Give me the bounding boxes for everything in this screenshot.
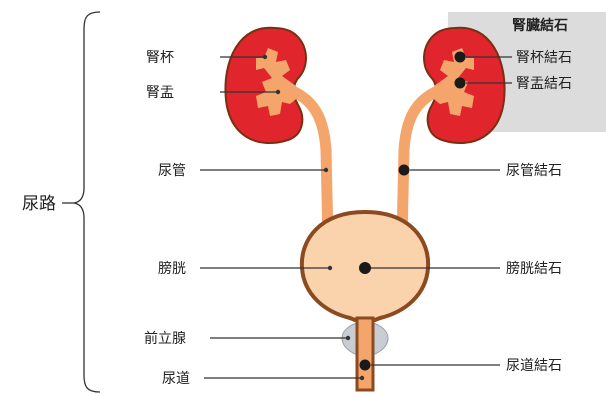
- calyx-label: 腎杯: [146, 50, 174, 66]
- renal-pelvis-label: 腎盂: [146, 85, 174, 101]
- pelvis-stone-label: 腎盂結石: [516, 76, 572, 92]
- ureter-stone-label: 尿管結石: [506, 163, 562, 179]
- urethra-label: 尿道: [162, 371, 190, 387]
- urethra-stone-label: 尿道結石: [506, 358, 562, 374]
- urinary-tract-brace: [74, 12, 100, 392]
- calyx-stone: [455, 52, 466, 63]
- urinary-tract-label: 尿路: [22, 194, 56, 214]
- calyx-stone-label: 腎杯結石: [516, 50, 572, 66]
- prostate-label: 前立腺: [144, 330, 186, 347]
- ureter-stone: [399, 165, 410, 176]
- pelvis-stone: [455, 78, 466, 89]
- urethra-stone: [360, 360, 371, 371]
- bladder-stone-label: 膀胱結石: [506, 260, 562, 277]
- bladder-label: 膀胱: [158, 260, 186, 277]
- ureter-label: 尿管: [158, 163, 186, 179]
- bladder-stone: [359, 262, 371, 274]
- kidney-stone-heading: 腎臓結石: [512, 17, 568, 34]
- urethra: [357, 318, 373, 390]
